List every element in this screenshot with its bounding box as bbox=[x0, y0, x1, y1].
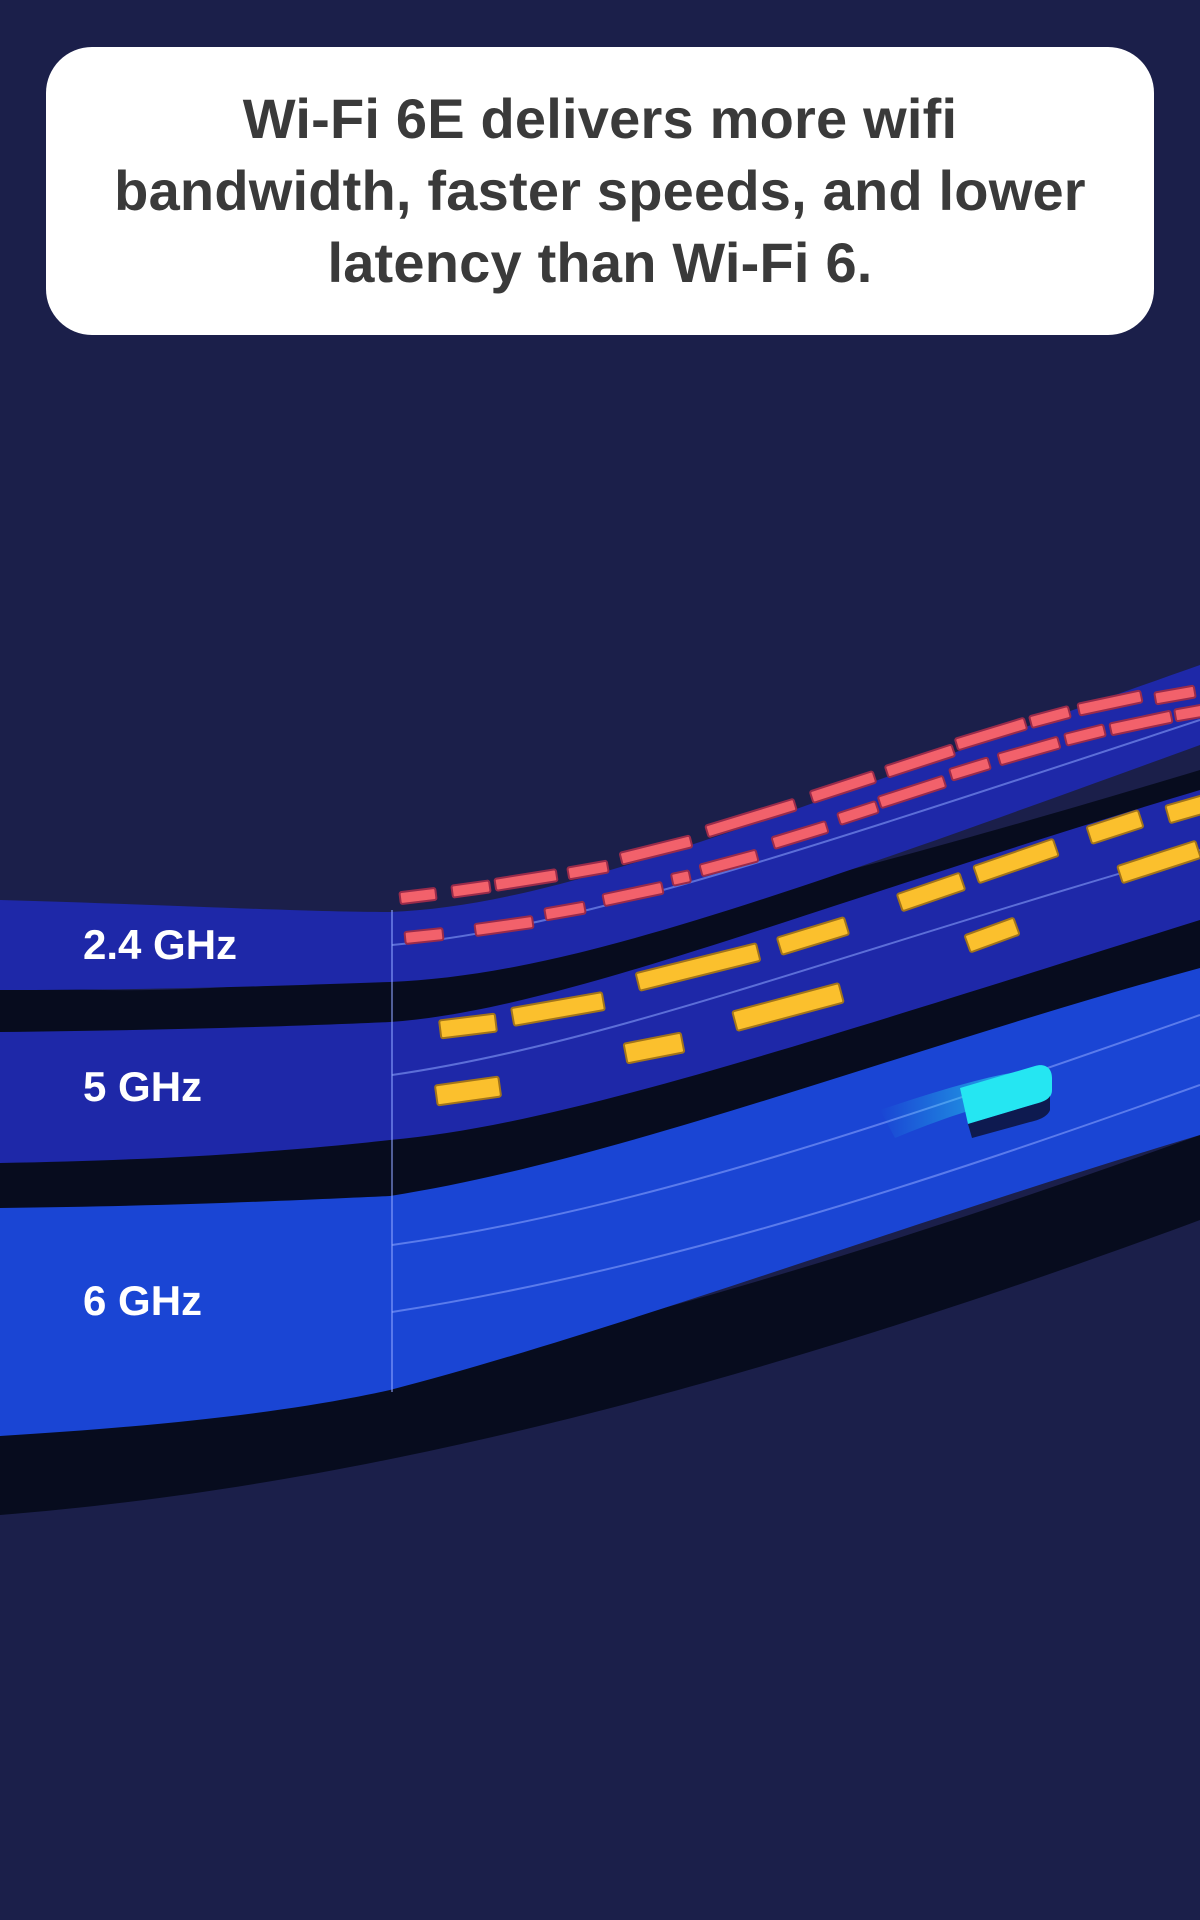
packet bbox=[493, 868, 559, 892]
packet bbox=[704, 798, 798, 838]
packet bbox=[954, 717, 1028, 751]
band-label-5-ghz: 5 GHz bbox=[83, 1063, 203, 1110]
packet bbox=[510, 991, 606, 1027]
fast-packet bbox=[960, 1065, 1052, 1124]
packet bbox=[948, 756, 992, 782]
packet bbox=[635, 942, 761, 992]
band-24-packets bbox=[398, 684, 1200, 945]
band-6-packet bbox=[880, 1065, 1052, 1138]
packet bbox=[896, 872, 966, 912]
packet bbox=[543, 900, 587, 922]
packet bbox=[1164, 794, 1200, 824]
band-5 bbox=[0, 790, 1200, 1163]
fast-packet-side bbox=[968, 1096, 1050, 1138]
packet bbox=[731, 982, 845, 1032]
packet bbox=[438, 1012, 498, 1040]
packet bbox=[398, 887, 438, 905]
band-6-shadow bbox=[0, 1135, 1200, 1515]
band-label-6-ghz: 6 GHz bbox=[83, 1277, 203, 1324]
packet bbox=[972, 838, 1060, 884]
packet bbox=[1116, 840, 1200, 884]
lane-line bbox=[391, 1084, 1200, 1313]
packet bbox=[670, 869, 692, 887]
packet bbox=[1028, 705, 1072, 729]
band-5-packets bbox=[434, 794, 1200, 1107]
band-24 bbox=[0, 665, 1200, 990]
packet bbox=[997, 736, 1061, 766]
packet bbox=[473, 915, 535, 937]
packet bbox=[619, 834, 693, 866]
packet bbox=[566, 859, 610, 881]
packet bbox=[884, 743, 956, 779]
packet bbox=[1108, 710, 1174, 736]
packet bbox=[776, 916, 850, 956]
packet bbox=[434, 1075, 502, 1107]
lane-line bbox=[391, 849, 1200, 1076]
packet bbox=[809, 770, 877, 804]
packet bbox=[1173, 701, 1200, 723]
packet bbox=[698, 849, 760, 877]
packet bbox=[403, 927, 445, 945]
lane-line bbox=[391, 719, 1200, 946]
packet bbox=[770, 820, 830, 850]
packet bbox=[1153, 684, 1197, 706]
packet bbox=[1086, 809, 1144, 845]
packet bbox=[1063, 723, 1107, 747]
packet bbox=[877, 775, 947, 809]
caption-text: Wi-Fi 6E delivers more wifi bandwidth, f… bbox=[114, 87, 1086, 294]
packet bbox=[836, 800, 880, 826]
band-label-2-4-ghz: 2.4 GHz bbox=[83, 921, 238, 968]
packet bbox=[622, 1031, 686, 1065]
packet bbox=[450, 879, 492, 899]
packet bbox=[1076, 689, 1144, 717]
band-6 bbox=[0, 968, 1200, 1436]
caption-card: Wi-Fi 6E delivers more wifi bandwidth, f… bbox=[46, 47, 1154, 335]
packet bbox=[601, 881, 665, 907]
lane-line bbox=[391, 1014, 1200, 1246]
packet bbox=[964, 917, 1020, 953]
